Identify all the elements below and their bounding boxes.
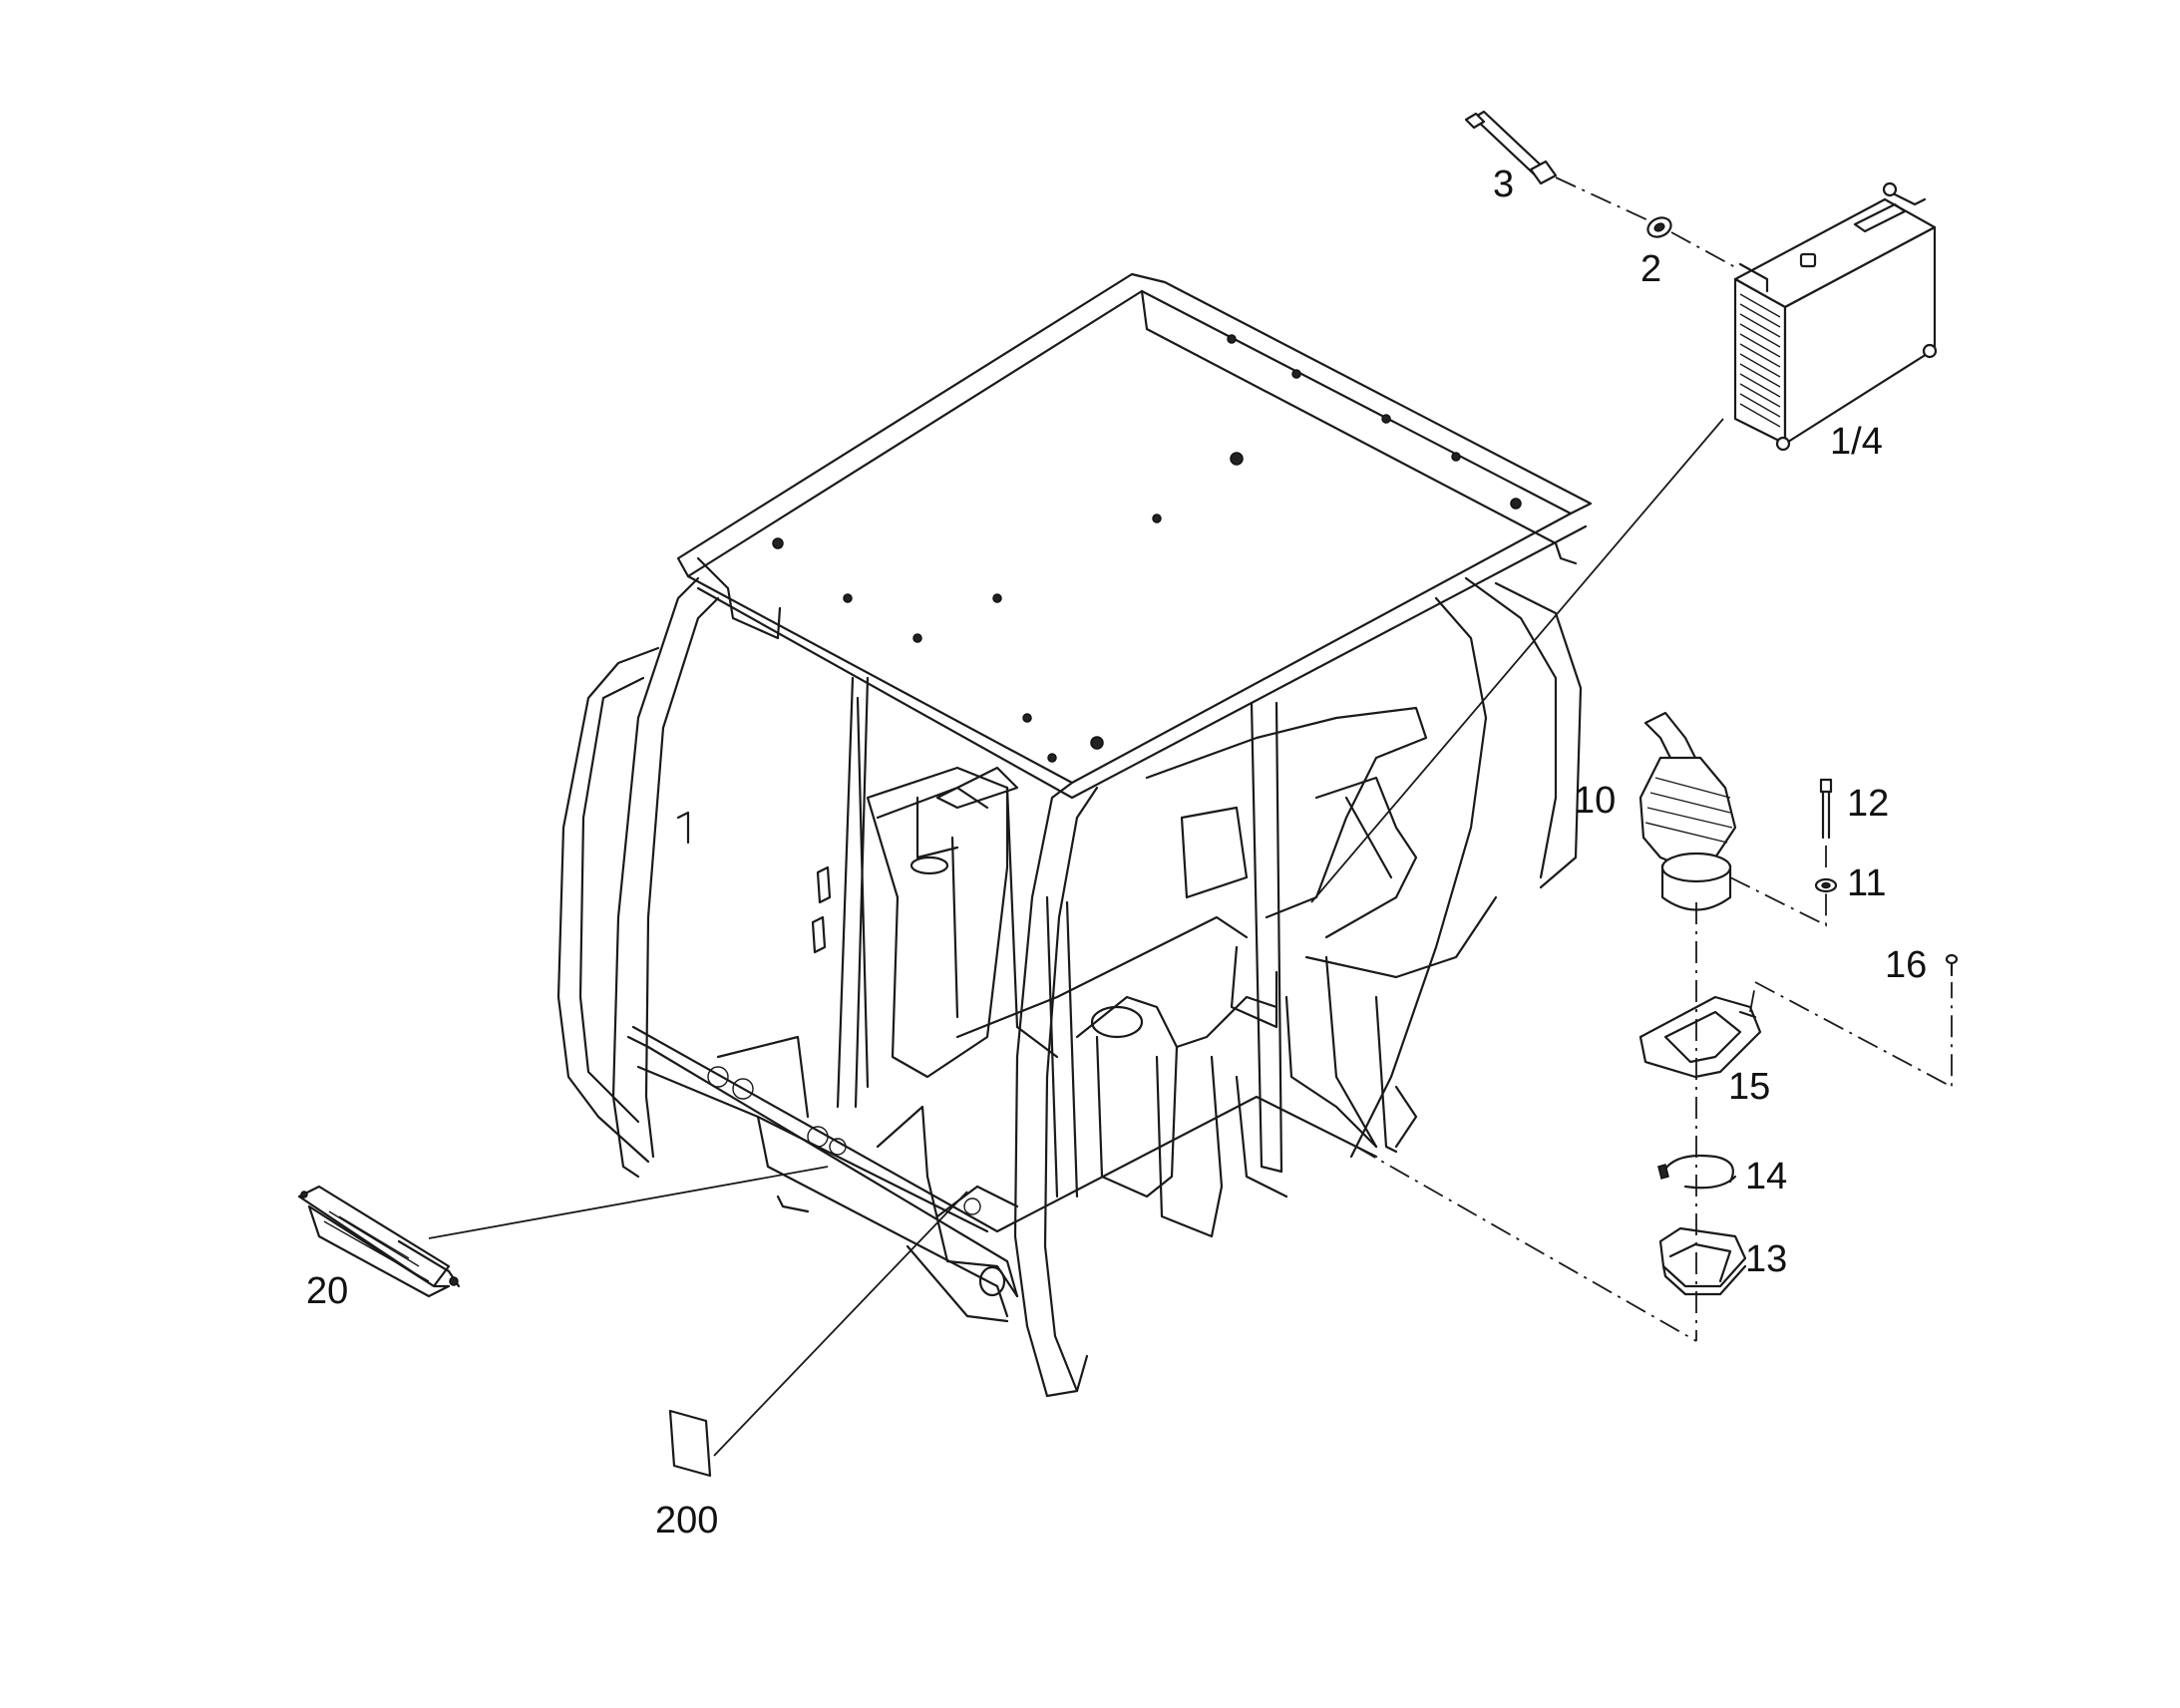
part-12-screw [1819,778,1833,840]
callouts: 3 2 1/4 10 12 11 16 15 14 13 20 200 [306,164,1927,1541]
callout-20: 20 [306,1270,348,1312]
part-13-boot-ring [1658,1226,1747,1296]
part-14-clip [1657,1154,1737,1190]
part-200-label [668,1409,712,1478]
callout-13: 13 [1745,1238,1787,1280]
cab-frame [556,272,1593,1398]
part-10-joystick [1638,711,1737,911]
callout-3: 3 [1493,164,1514,205]
part-1-4-radiator [1733,181,1938,452]
part-2-washer [1646,216,1672,238]
leader-lines [428,176,1953,1457]
part-20-lamp [297,1185,461,1298]
callout-10: 10 [1574,780,1616,822]
callout-200: 200 [655,1500,718,1541]
callout-14: 14 [1745,1156,1787,1197]
part-3-bolt [1464,110,1558,185]
part-11-washer [1814,877,1838,893]
part-15-bezel [1638,995,1762,1079]
callout-1-4: 1/4 [1830,421,1883,463]
callout-15: 15 [1728,1066,1770,1108]
part-16-screw [1945,953,1959,977]
callout-11: 11 [1847,862,1886,904]
callout-16: 16 [1885,944,1927,986]
callout-12: 12 [1847,783,1889,825]
callout-2: 2 [1640,248,1661,290]
